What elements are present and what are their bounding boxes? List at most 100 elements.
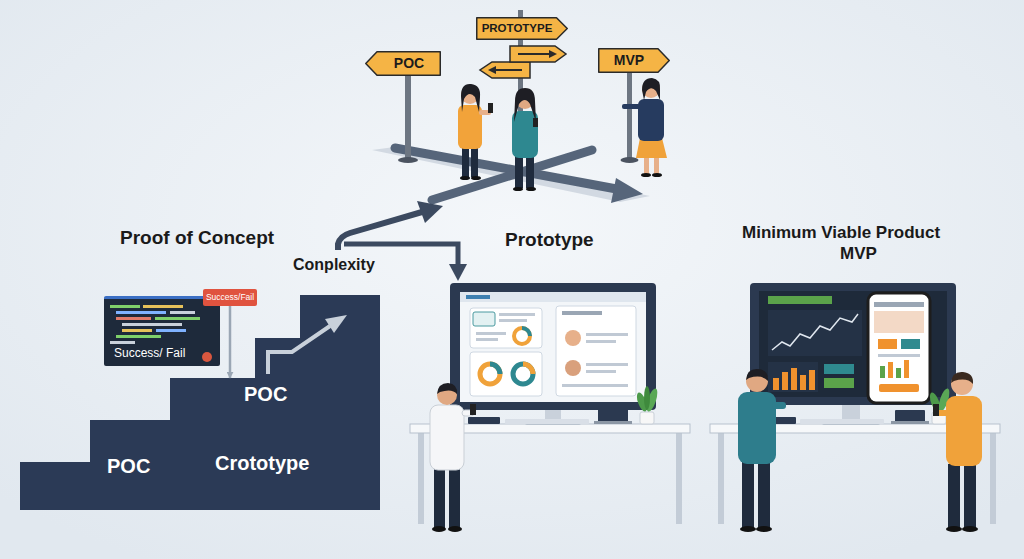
node-text: Success/Fail (206, 293, 254, 302)
person-figure-part (740, 526, 756, 532)
mvp-workstation-part (936, 387, 951, 412)
person-figure-part (533, 118, 538, 127)
mvp-workstation-part (874, 302, 924, 307)
crossroads (372, 146, 650, 203)
mvp-workstation-part (782, 372, 788, 390)
mvp-workstation-part (822, 420, 880, 425)
prototype-workstation-part (644, 387, 659, 412)
code-lines-part (110, 341, 135, 344)
person-figure-part (432, 526, 446, 532)
code-lines-part (122, 323, 182, 326)
code-lines-part (156, 329, 186, 332)
blank-direction-sign-part (480, 62, 530, 78)
person-figure-part (951, 372, 973, 384)
mvp-workstation-part (891, 421, 929, 424)
person-figure-part (514, 88, 536, 122)
person-figure-part (738, 392, 776, 464)
person-figure-part (516, 91, 534, 109)
staircase-shape (20, 295, 380, 510)
prototype-workstation-part (598, 409, 628, 422)
mvp-workstation-part (718, 432, 724, 524)
mvp-workstation-part (928, 391, 942, 413)
person-figure-part (462, 146, 469, 177)
sign-board (366, 52, 441, 76)
sign-board (477, 18, 568, 40)
blank-direction-sign-part (488, 66, 496, 74)
person-figure (933, 372, 982, 532)
mvp-workstation-part (842, 403, 860, 422)
flow-arrow-part (449, 264, 467, 281)
person-figure-part (515, 156, 523, 188)
mvp-workstation-part (791, 368, 797, 390)
person-figure-part (512, 111, 538, 158)
connector-arrow (229, 306, 232, 378)
stage-staircase: POCPOCCrototype (20, 295, 380, 510)
prototype-workstation-part (473, 312, 495, 326)
person-figure-part (652, 173, 662, 177)
node-outline (20, 295, 380, 510)
prototype-workstation-part (513, 364, 533, 384)
person-figure-part (462, 410, 474, 416)
prototype-workstation-part (562, 311, 602, 315)
stage-heading: Prototype (505, 230, 594, 251)
person-figure-part (758, 462, 770, 528)
person-figure-part (434, 468, 445, 528)
prototype-workstation-part (556, 306, 636, 396)
code-lines (110, 305, 200, 344)
person-figure-part (946, 526, 962, 532)
person-figure-part (933, 404, 939, 416)
prototype-workstation-part (586, 340, 616, 343)
blank-direction-sign (480, 46, 566, 78)
prototype-workstation-part (410, 424, 690, 433)
prototype-workstation-part (635, 391, 649, 413)
person-figure-part (636, 138, 667, 158)
stage-heading: MVP (840, 245, 877, 264)
person-figure-part (513, 187, 523, 191)
mvp-workstation-part (759, 291, 947, 397)
mvp-workstation-part (800, 375, 806, 390)
mvp-workstation-part (888, 362, 893, 378)
prototype-workstation-part (418, 432, 424, 524)
node-text: POC (394, 56, 424, 71)
person-figure-part (642, 78, 660, 100)
person-figure-part (964, 464, 976, 528)
prototype-workstation-part (470, 308, 542, 348)
person-figure-part (479, 110, 491, 115)
mvp-workstation-part (901, 339, 920, 349)
prototype-workstation-part (450, 283, 656, 410)
mvp-workstation-part (895, 410, 925, 422)
mvp-workstation-part (800, 419, 884, 424)
code-lines-part (116, 317, 151, 320)
mvp-workstation-part (772, 314, 858, 350)
person-figure-part (471, 146, 478, 177)
node-text: POC (107, 455, 150, 477)
person-figure-part (948, 464, 960, 528)
person-figure-part (642, 80, 660, 98)
person-figure-part (430, 405, 464, 470)
person-figure-part (449, 468, 460, 528)
stage-heading: Minimum Viable Product (742, 224, 940, 243)
person-figure-part (448, 526, 462, 532)
person-figure-part (962, 526, 978, 532)
person-figure-part (437, 383, 457, 394)
prototype-workstation-part (476, 332, 506, 335)
prototype-workstation-part (460, 292, 646, 302)
person-figure-part (437, 385, 457, 405)
prototype-workstation-part (565, 330, 581, 346)
prototype-workstation-part (644, 386, 650, 410)
node-text: Crototype (215, 452, 309, 474)
prototype-workstation-part (476, 338, 498, 341)
prototype-workstation-part (522, 328, 530, 336)
direction-sign: PROTOTYPE (476, 17, 568, 40)
person-figure-part (526, 187, 536, 191)
person-figure-part (756, 526, 772, 532)
prototype-workstation-part (499, 319, 527, 322)
person-figure-part (461, 84, 480, 112)
direction-sign: POC (365, 51, 441, 76)
prototype-workstation-part (640, 412, 654, 424)
mvp-workstation-part (896, 368, 901, 378)
prototype-workstation-part (514, 328, 530, 344)
